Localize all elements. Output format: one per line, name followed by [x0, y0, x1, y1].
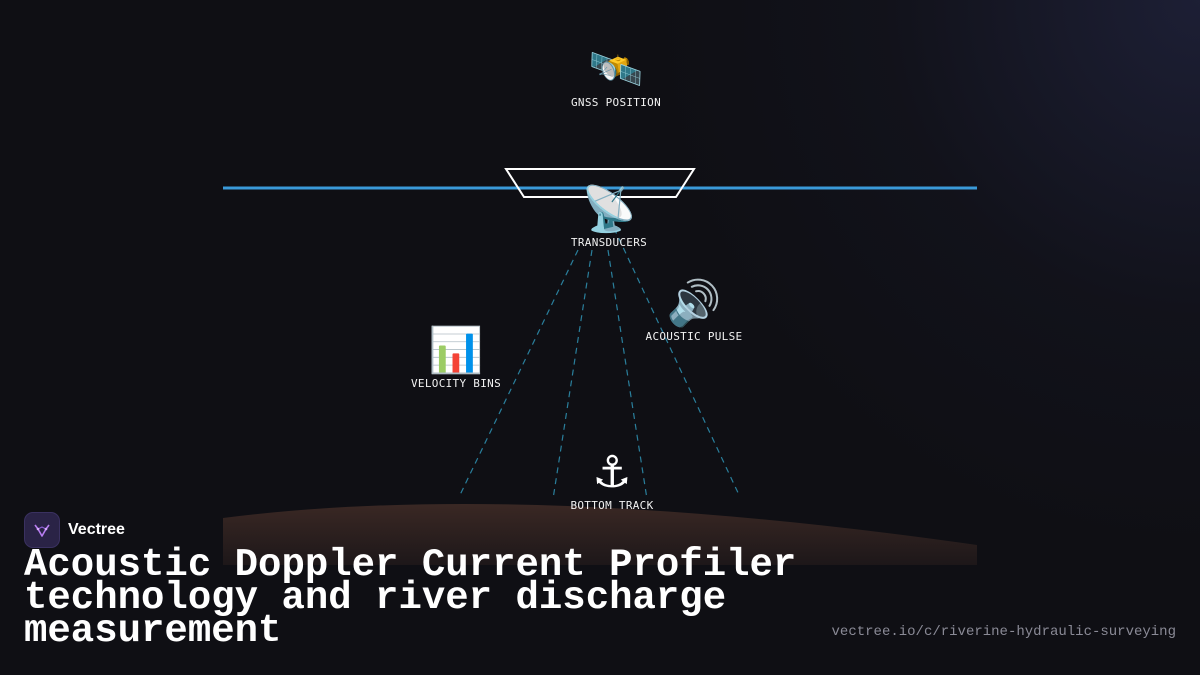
brand: Vectree [24, 512, 125, 548]
speaker-icon: 🔊 [666, 278, 722, 329]
source-url: vectree.io/c/riverine-hydraulic-surveyin… [831, 624, 1176, 640]
bar-chart-icon: 📊 [428, 325, 484, 376]
vectree-logo-icon [24, 512, 60, 548]
brand-name: Vectree [68, 521, 125, 538]
beam-2 [552, 249, 593, 500]
node-label: GNSS POSITION [571, 96, 661, 109]
node-label: VELOCITY BINS [411, 377, 501, 390]
node-transducers: 📡 TRANSDUCERS [549, 184, 669, 250]
node-bottom-track: ⚓ BOTTOM TRACK [552, 447, 672, 513]
riverbed [223, 503, 977, 565]
node-label: BOTTOM TRACK [570, 499, 654, 512]
node-acoustic-pulse: 🔊 ACOUSTIC PULSE [634, 278, 754, 344]
node-label: TRANSDUCERS [570, 236, 648, 249]
page-title: Acoustic Doppler Current Profiler techno… [24, 543, 797, 653]
boat-hull [504, 168, 696, 198]
anchor-icon: ⚓ [592, 447, 632, 498]
satellite-dish-icon: 📡 [581, 184, 637, 235]
beam-1 [458, 249, 579, 498]
node-velocity-bins: 📊 VELOCITY BINS [396, 325, 516, 391]
beam-4 [613, 227, 741, 498]
beam-3 [607, 249, 648, 500]
node-label: ACOUSTIC PULSE [645, 330, 743, 343]
acoustic-beams [458, 227, 741, 500]
satellite-icon: 🛰️ [588, 44, 644, 95]
node-gnss-position: 🛰️ GNSS POSITION [556, 44, 676, 110]
